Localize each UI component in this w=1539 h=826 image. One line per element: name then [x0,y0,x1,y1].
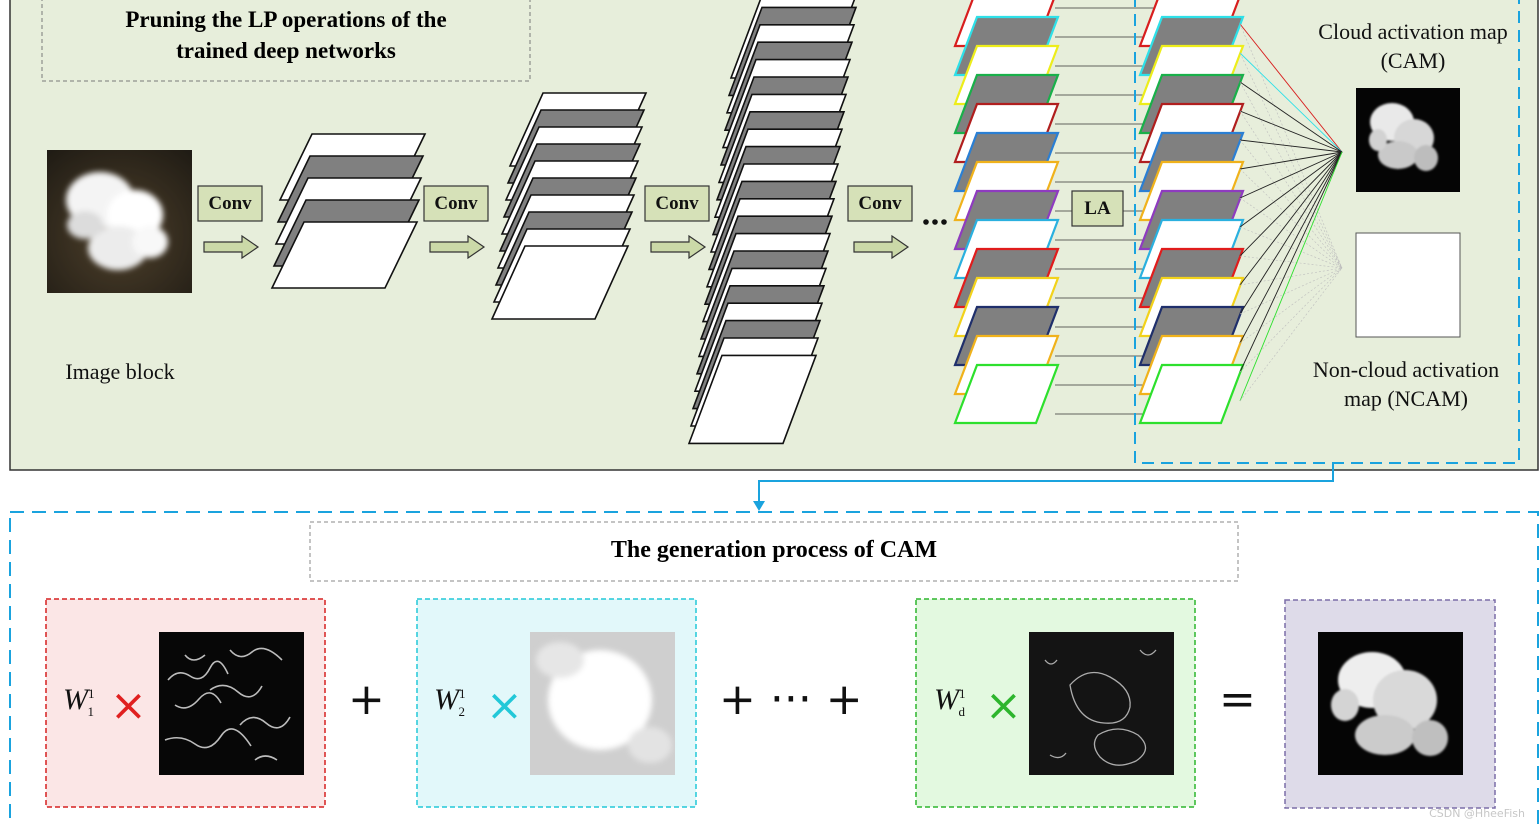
fan-line-ncam [1239,267,1343,373]
conv-box [423,185,489,222]
conv-box [847,185,913,222]
term-3-box [915,598,1196,808]
conv-label: Conv [858,193,902,214]
fan-line-cam [1239,151,1343,257]
weight-term-3: W1d [934,683,966,719]
conv-arrow [650,234,707,260]
cam-image [1356,88,1460,192]
conv-label: Conv [655,193,699,214]
fan-line-cam [1239,23,1343,153]
ellipsis-dots [923,219,947,225]
term-1-box [45,598,326,808]
times-sign-2: × [486,680,523,731]
feature-stack-before-la [953,0,1060,425]
la-label: LA [1084,198,1111,219]
times-sign-1: × [110,680,147,731]
fan-line-ncam [1239,267,1343,344]
image-block [47,150,192,293]
conv-label: Conv [208,193,252,214]
ncam-image [1355,232,1461,338]
fan-line-cam [1239,151,1343,373]
bottom-panel-title: The generation process of CAM [610,537,938,563]
weight-term-2: W12 [434,683,466,719]
plus-operator-1: + [348,674,385,725]
image-block-label: Image block [65,359,175,384]
feature-map-layer [270,221,419,289]
connector-arrow [753,463,1334,511]
colored-feature-map [1138,363,1245,425]
fan-line-cam [1239,81,1343,153]
fan-line-cam [1239,52,1343,153]
fan-line-cam [1239,151,1343,344]
fan-line-cam [1239,151,1343,315]
fan-line-cam [1239,110,1343,153]
fan-line-ncam [1239,255,1343,269]
conv-label: Conv [434,193,478,214]
weight-fan-lines [1239,23,1343,402]
la-box [1071,190,1124,227]
fan-line-cam [1239,151,1343,286]
fan-line-ncam [1239,267,1343,315]
feature-map-1-texture [164,647,291,761]
watermark: CSDN @HheeFish [1429,807,1525,820]
fan-line-cam [1239,139,1343,153]
feature-map-3-texture [1044,649,1157,766]
top-panel-title: Pruning the LP operations of the trained… [125,7,447,63]
feature-stack-2 [490,92,648,320]
plus-ellipsis-operator: + ··· + [719,674,863,725]
fan-line-ncam [1239,267,1343,286]
fan-line-cam [1239,151,1343,170]
feature-stack-3 [687,0,858,445]
conv-arrow [853,234,910,260]
feature-map-layer [687,354,818,445]
bottom-panel [9,511,1539,826]
conv-arrow [203,234,260,260]
equals-operator: = [1219,674,1256,725]
la-region-dashed [1134,0,1520,464]
feature-map-layer [490,245,630,320]
weight-term-1: W11 [63,683,95,719]
conv-arrow [429,234,486,260]
fan-line-ncam [1239,81,1343,269]
conv-box [197,185,263,222]
colored-feature-map [953,363,1060,425]
result-box [1284,599,1496,809]
cam-label: Cloud activation map (CAM) [1318,19,1508,73]
feature-stack-1 [270,133,427,289]
fan-line-cam [1239,151,1343,228]
feature-stack-after-la [1138,0,1245,425]
conv-arrows [197,185,913,260]
fan-line-cam [1239,151,1343,199]
term-2-box [416,598,697,808]
fan-line-cam [1239,151,1343,402]
conv-box [644,185,710,222]
ncam-label: Non-cloud activation map (NCAM) [1312,357,1500,411]
bottom-title-box [309,521,1239,582]
times-sign-3: × [985,680,1022,731]
